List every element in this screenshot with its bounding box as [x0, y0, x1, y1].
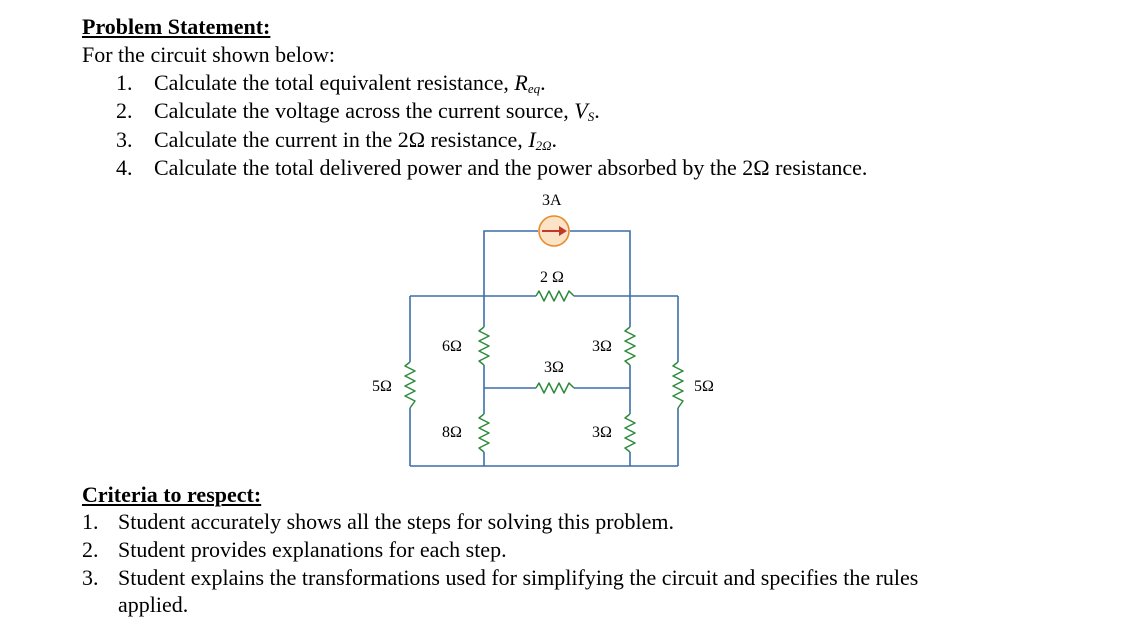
item-end: .: [540, 70, 546, 95]
item-sub: S: [587, 109, 595, 124]
criteria-item-1: Student accurately shows all the steps f…: [118, 509, 675, 534]
item-var: V: [574, 98, 588, 123]
resistor-3ohm-middle: [535, 382, 575, 394]
item-number: 3.: [116, 127, 133, 152]
item-text: Calculate the current in the 2Ω resistan…: [154, 127, 557, 159]
source-label: 3A: [542, 192, 562, 209]
resistor-6ohm: [478, 326, 490, 366]
problem-intro: For the circuit shown below:: [82, 42, 335, 67]
item-text-main: Calculate the total equivalent resistanc…: [154, 70, 515, 95]
circuit-wires: [409, 230, 679, 467]
resistor-3ohm-lower-right: [624, 413, 636, 453]
problem-heading: Problem Statement:: [82, 14, 271, 39]
r-left-upper-label: 6Ω: [442, 338, 462, 355]
r-middle-label: 3Ω: [544, 359, 564, 376]
item-sub: eq: [527, 81, 541, 96]
criteria-item-3-continuation: applied.: [118, 592, 189, 617]
criteria-item-3: Student explains the transformations use…: [118, 565, 919, 590]
r-right-lower-label: 3Ω: [592, 424, 612, 441]
item-var: I: [528, 127, 536, 152]
r-left-outer-label: 5Ω: [372, 378, 392, 395]
item-text-main: Calculate the voltage across the current…: [154, 98, 575, 123]
item-end: .: [551, 127, 558, 152]
resistor-5ohm-right: [672, 361, 684, 409]
criteria-heading: Criteria to respect:: [82, 482, 262, 507]
item-number: 4.: [116, 155, 133, 180]
item-text: Calculate the total equivalent resistanc…: [154, 70, 546, 102]
resistor-2ohm: [535, 290, 575, 302]
current-source: [538, 215, 570, 247]
r-right-outer-label: 5Ω: [694, 378, 714, 395]
item-sub: 2Ω: [535, 138, 552, 153]
item-number: 2.: [116, 98, 133, 123]
resistor-3ohm-upper-right: [624, 326, 636, 366]
criteria-number: 1.: [82, 509, 99, 534]
criteria-number: 2.: [82, 537, 99, 562]
wire-top-loop: [483, 230, 538, 279]
item-text-main: Calculate the current in the 2Ω resistan…: [154, 127, 529, 152]
item-text-main: Calculate the total delivered power and …: [154, 155, 868, 180]
resistor-8ohm: [478, 413, 490, 453]
item-text: Calculate the voltage across the current…: [154, 98, 600, 130]
item-text: Calculate the total delivered power and …: [154, 155, 867, 181]
wire-top-loop-right: [570, 230, 631, 279]
item-var: R: [514, 70, 528, 95]
criteria-number: 3.: [82, 565, 99, 590]
r-right-upper-label: 3Ω: [592, 338, 612, 355]
r-top-label: 2 Ω: [540, 269, 564, 286]
criteria-item-2: Student provides explanations for each s…: [118, 537, 507, 562]
r-left-lower-label: 8Ω: [442, 424, 462, 441]
item-number: 1.: [116, 70, 133, 95]
item-end: .: [594, 98, 600, 123]
resistor-5ohm-left: [404, 361, 416, 409]
